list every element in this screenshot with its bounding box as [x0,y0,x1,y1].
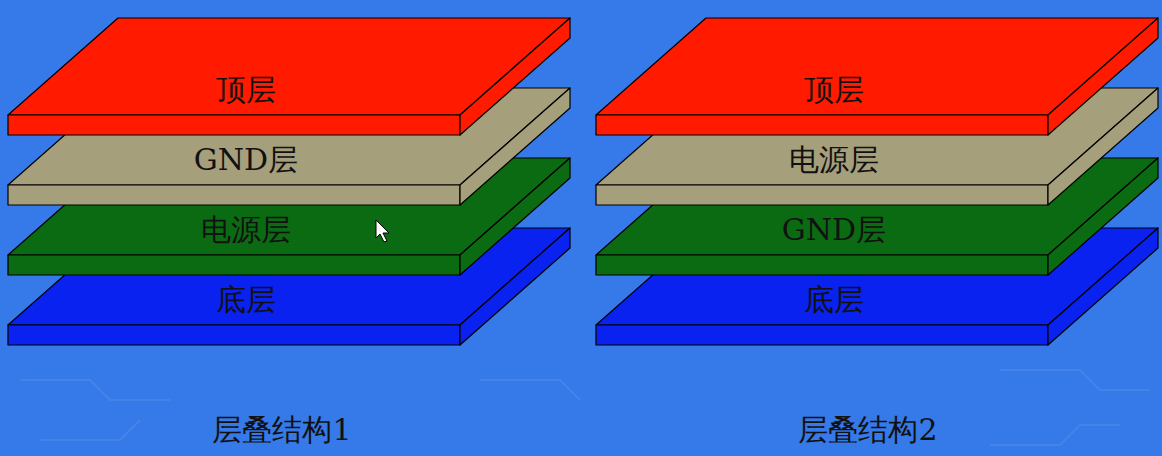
trace [40,420,140,440]
slab-front-face [596,325,1048,345]
layer-name: GND层 [782,213,886,248]
layer-name: GND层 [194,143,298,178]
text-holder: GND层 [782,213,886,248]
slab-front-face [8,255,460,275]
layer-name: 底层 [804,283,864,318]
slab-side-face [460,18,570,135]
layer-name: 顶层 [804,73,864,108]
mouse-cursor [376,220,389,242]
slab-shape [8,18,570,135]
text-holder: 顶层 [804,73,864,108]
trace [990,425,1120,445]
slab-front-face [596,185,1048,205]
slab-front-face [8,115,460,135]
trace [1000,370,1150,390]
slab-side-face [1048,18,1158,135]
text-holder: 电源层 [789,143,879,178]
text-holder: 底层 [804,283,864,318]
trace [480,380,580,400]
stackup-caption: 层叠结构1 [212,413,351,448]
layer-slab: 顶层 [8,18,570,135]
stackup-caption: 层叠结构2 [798,413,937,448]
text-holder: GND层 [194,143,298,178]
text-holder: 顶层 [216,73,276,108]
caption-holder: 层叠结构2 [798,413,937,448]
caption-holder: 层叠结构1 [212,413,351,448]
layer-slab: 顶层 [596,18,1158,135]
layer-name: 电源层 [789,143,879,178]
layer-name: 电源层 [201,213,291,248]
slab-front-face [8,325,460,345]
text-holder: 底层 [216,283,276,318]
layer-name: 顶层 [216,73,276,108]
slab-shape [596,18,1158,135]
slab-front-face [596,255,1048,275]
trace [20,380,170,400]
slab-front-face [8,185,460,205]
text-holder: 电源层 [201,213,291,248]
layer-name: 底层 [216,283,276,318]
slab-front-face [596,115,1048,135]
